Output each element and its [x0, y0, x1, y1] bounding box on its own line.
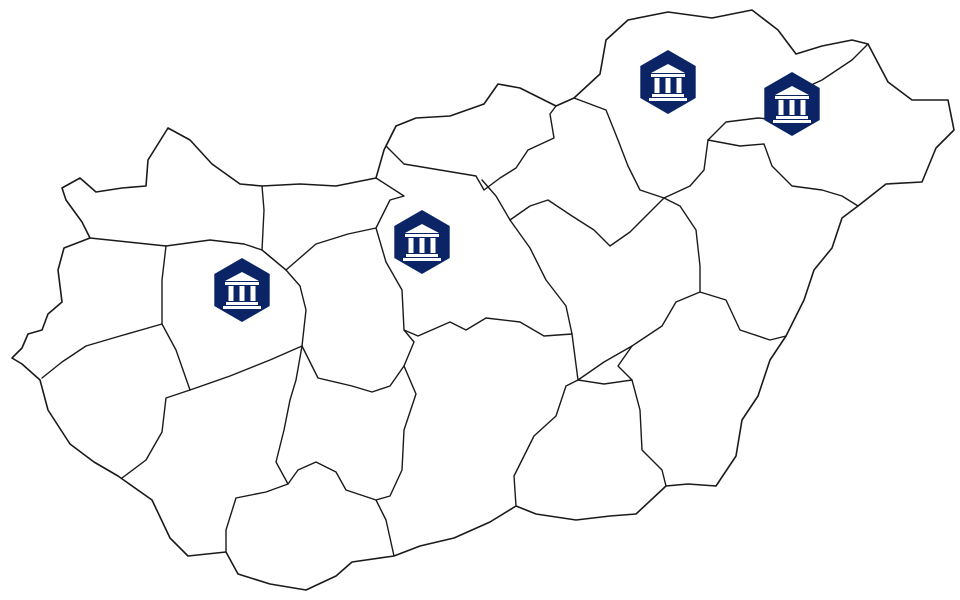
institution-marker[interactable] — [214, 258, 270, 322]
institution-building-icon — [649, 64, 687, 101]
institution-marker[interactable] — [640, 50, 696, 114]
county-borders — [41, 43, 869, 557]
institution-marker[interactable] — [764, 72, 820, 136]
institution-building-icon — [223, 272, 261, 309]
institution-building-icon — [403, 224, 441, 261]
institution-building-icon — [773, 86, 811, 123]
institution-marker[interactable] — [394, 210, 450, 274]
country-outline — [11, 9, 955, 591]
marker-layer — [214, 50, 820, 322]
